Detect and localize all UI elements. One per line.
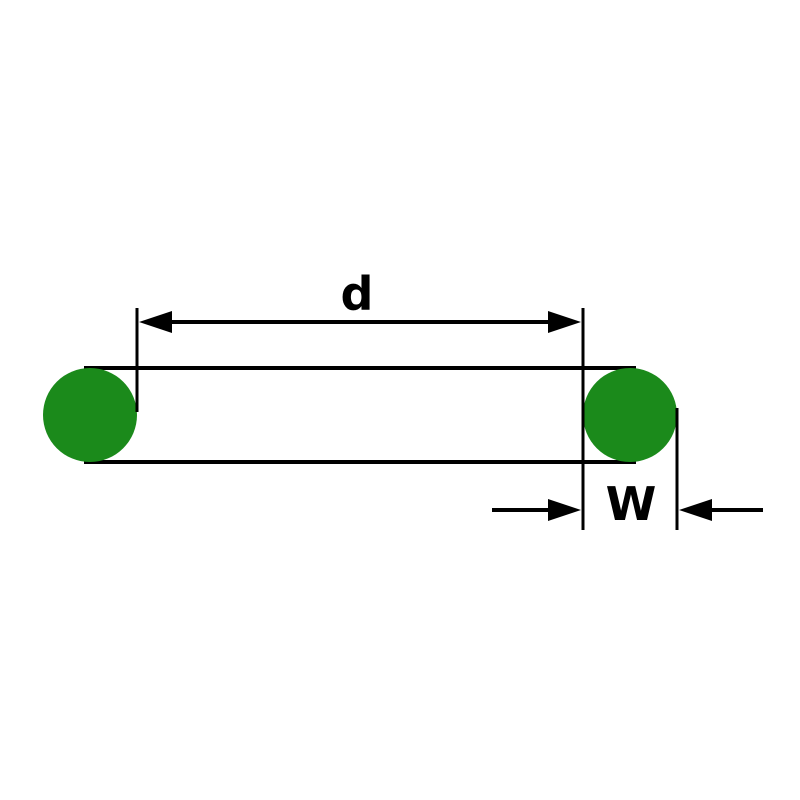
cross-section-width-label: W [606, 477, 657, 531]
d-arrowhead-right-icon [548, 311, 581, 333]
inner-diameter-label: d [341, 267, 374, 321]
left-cross-section-circle [43, 368, 137, 462]
w-arrowhead-left-icon [548, 499, 581, 521]
d-arrowhead-left-icon [139, 311, 172, 333]
w-arrowhead-right-icon [679, 499, 712, 521]
right-cross-section-circle [583, 368, 677, 462]
